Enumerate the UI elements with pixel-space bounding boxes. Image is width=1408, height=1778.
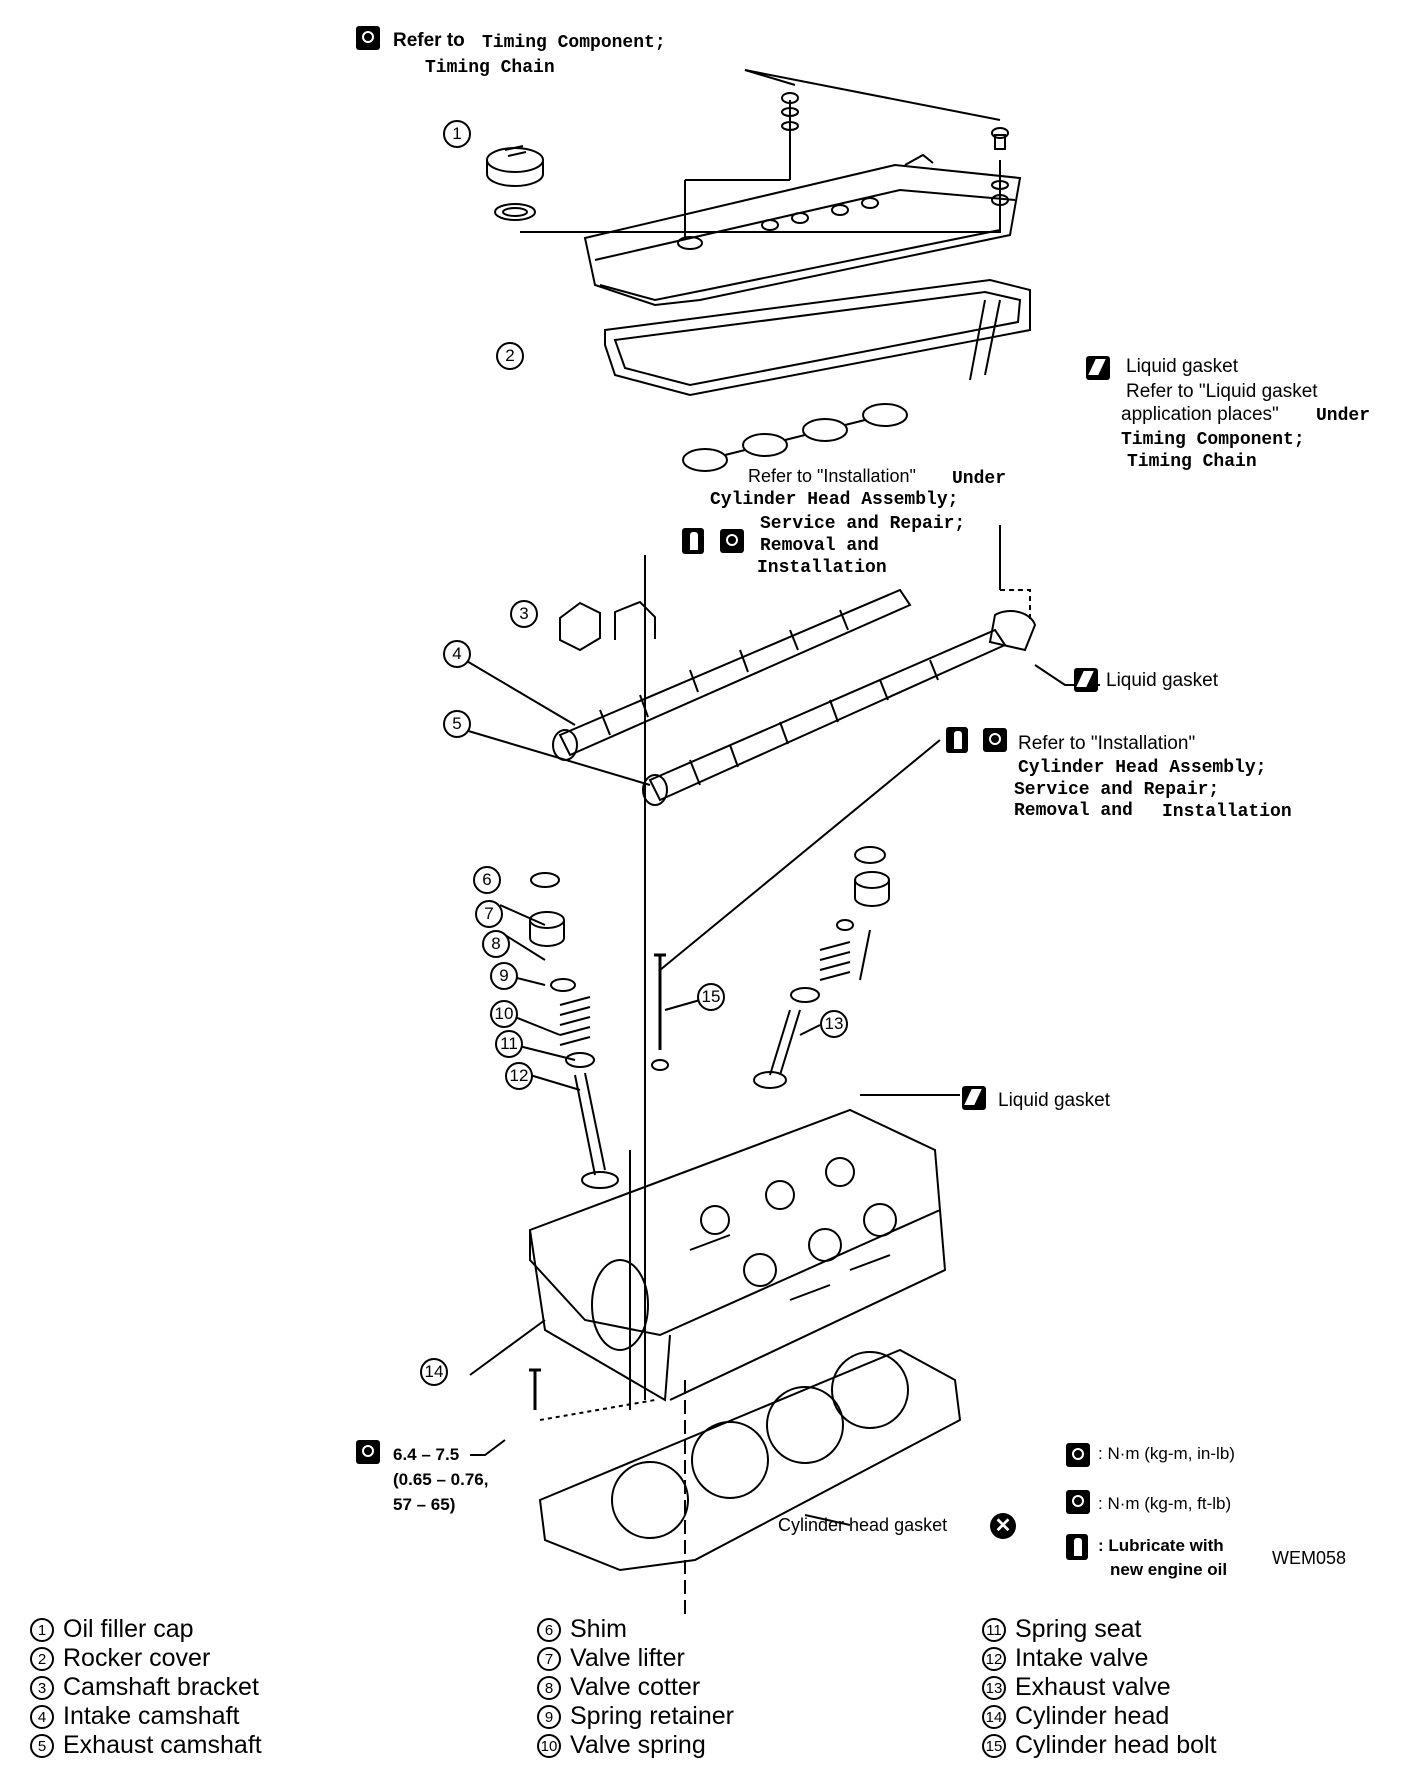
head-gasket-label: Cylinder head gasket xyxy=(778,1515,948,1535)
torque-l3: 57 – 65) xyxy=(393,1495,456,1514)
key-lube2: new engine oil xyxy=(1110,1560,1228,1579)
liquid-gasket-icon xyxy=(1074,668,1098,692)
intake-camshaft-drawing xyxy=(552,588,912,761)
callout-8: 8 xyxy=(482,930,510,958)
rocker-bolt-drawings xyxy=(781,92,1009,206)
callout-6: 6 xyxy=(473,866,501,894)
install-ref1-l5: Installation xyxy=(757,558,887,578)
liquid-gasket-top-l1: Liquid gasket xyxy=(1126,356,1238,377)
torque-l1: 6.4 – 7.5 xyxy=(393,1445,460,1464)
install-ref2-l1: Refer to "Installation" xyxy=(1018,733,1196,754)
key-ftlb: : N·m (kg-m, ft-lb) xyxy=(1098,1494,1232,1513)
torque-ftlb-icon xyxy=(983,728,1007,752)
callout-15: 15 xyxy=(697,983,725,1011)
install-ref1-l2: Cylinder Head Assembly; xyxy=(710,490,959,510)
cylinder-head-gasket-drawing xyxy=(538,1348,962,1572)
liquid-gasket-top-l2: Refer to "Liquid gasket xyxy=(1126,381,1318,402)
install-ref1-l4: Removal and xyxy=(760,536,879,556)
liquid-gasket-icon xyxy=(1086,356,1110,380)
timing-ref-text: Timing Component; xyxy=(482,33,666,53)
callout-9: 9 xyxy=(490,962,518,990)
timing-ref-bold: Refer to xyxy=(393,30,465,51)
liquid-gasket-top-l4: Timing Component; xyxy=(1121,430,1305,450)
callout-12: 12 xyxy=(505,1062,533,1090)
valve-stack-right-drawing xyxy=(753,846,890,1089)
rocker-cover-drawing xyxy=(583,153,1022,307)
liquid-gasket-mid: Liquid gasket xyxy=(1106,670,1218,691)
callout-13: 13 xyxy=(820,1010,848,1038)
lubricate-oil-icon xyxy=(682,528,704,554)
liquid-gasket-top-l3a: application places" xyxy=(1121,404,1279,425)
liquid-gasket-top-l3b: Under xyxy=(1316,406,1371,426)
rocker-gasket-drawing xyxy=(604,278,1031,397)
callout-5: 5 xyxy=(443,710,471,738)
callout-1: 1 xyxy=(443,120,471,148)
callout-7: 7 xyxy=(475,900,503,928)
callout-3: 3 xyxy=(510,600,538,628)
callout-14: 14 xyxy=(420,1358,448,1386)
oil-filler-cap-drawing xyxy=(486,145,544,221)
plug-seal-drawing xyxy=(682,403,908,472)
install-ref2-l4a: Removal and xyxy=(1014,801,1133,821)
key-inlb: : N·m (kg-m, in-lb) xyxy=(1098,1444,1235,1463)
callout-11: 11 xyxy=(495,1030,523,1058)
install-ref2-l4b: Installation xyxy=(1162,802,1292,822)
do-not-reuse-icon: ✕ xyxy=(990,1513,1016,1539)
liquid-gasket-icon xyxy=(962,1086,986,1110)
liquid-gasket-low: Liquid gasket xyxy=(998,1090,1110,1111)
lubricate-key-icon xyxy=(1066,1534,1088,1560)
torque-inlb-key-icon xyxy=(1066,1443,1090,1467)
figure-code: WEM058 xyxy=(1272,1548,1347,1568)
torque-ftlb-icon xyxy=(356,26,380,50)
callout-4: 4 xyxy=(443,640,471,668)
cylinder-head-drawing xyxy=(529,1108,947,1402)
valve-stack-left-drawing xyxy=(529,872,619,1189)
key-lube1: : Lubricate with xyxy=(1098,1536,1224,1555)
install-ref1-l1b: Under xyxy=(952,469,1007,489)
torque-ftlb-key-icon xyxy=(1066,1490,1090,1514)
install-ref1-l1a: Refer to "Installation" xyxy=(748,466,916,486)
install-ref2-l2: Cylinder Head Assembly; xyxy=(1018,758,1267,778)
torque-ftlb-icon xyxy=(720,529,744,553)
timing-ref-line2: Timing Chain xyxy=(425,58,555,78)
install-ref2-l3: Service and Repair; xyxy=(1014,780,1220,800)
lubricate-oil-icon xyxy=(946,727,968,753)
torque-l2: (0.65 – 0.76, xyxy=(393,1470,489,1489)
callout-2: 2 xyxy=(496,342,524,370)
torque-inlb-icon xyxy=(356,1440,380,1464)
callout-10: 10 xyxy=(490,1000,518,1028)
liquid-gasket-top-l5: Timing Chain xyxy=(1127,452,1257,472)
exhaust-camshaft-drawing xyxy=(642,610,1037,806)
camshaft-bracket-drawing xyxy=(559,600,656,652)
install-ref1-l3: Service and Repair; xyxy=(760,514,966,534)
